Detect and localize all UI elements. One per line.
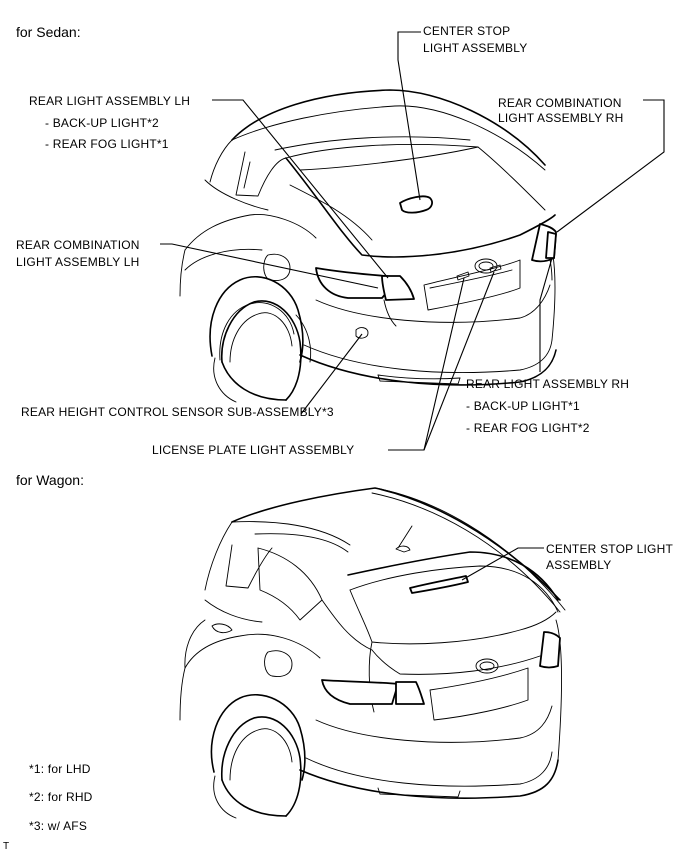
wagon-center-stop-lamp: [409, 575, 469, 594]
sedan-rear-combination-lh-label: REAR COMBINATION LIGHT ASSEMBLY LH: [16, 238, 140, 269]
wagon-center-stop-label: CENTER STOP LIGHT ASSEMBLY: [546, 542, 673, 572]
corner-mark: T: [3, 841, 10, 852]
sedan-rear-light-rh-label: REAR LIGHT ASSEMBLY RH - BACK-UP LIGHT*1…: [466, 377, 629, 435]
wagon-center-stop-line1: CENTER STOP LIGHT: [546, 542, 673, 556]
wagon-rear-combination-lh-lamp: [321, 679, 399, 705]
sedan-rear-light-lh-title: REAR LIGHT ASSEMBLY LH: [29, 94, 191, 108]
sedan-rear-light-lh-label: REAR LIGHT ASSEMBLY LH - BACK-UP LIGHT*2…: [29, 94, 190, 151]
sedan-height-sensor-label: REAR HEIGHT CONTROL SENSOR SUB-ASSEMBLY*…: [21, 405, 334, 419]
sedan-rear-light-rh-title: REAR LIGHT ASSEMBLY RH: [466, 377, 630, 391]
sedan-license-plate-label: LICENSE PLATE LIGHT ASSEMBLY: [152, 443, 355, 457]
footnote-2: *2: for RHD: [29, 790, 93, 804]
wagon-car-illustration: [179, 487, 566, 819]
sedan-rear-light-lh-item: - BACK-UP LIGHT*2: [45, 116, 159, 130]
sedan-rear-combination-rh-label: REAR COMBINATION LIGHT ASSEMBLY RH: [498, 96, 623, 125]
sedan-center-stop-line2: LIGHT ASSEMBLY: [423, 41, 528, 55]
footnote-3: *3: w/ AFS: [29, 819, 88, 833]
footnote-1: *1: for LHD: [29, 762, 91, 776]
sedan-rear-combination-lh-line1: REAR COMBINATION: [16, 238, 140, 252]
wagon-rear-combination-rh-lamp: [539, 631, 561, 669]
sedan-rear-light-lh-item: - REAR FOG LIGHT*1: [45, 137, 169, 151]
sedan-rear-combination-rh-line1: REAR COMBINATION: [498, 96, 622, 110]
sedan-rear-light-rh-item: - REAR FOG LIGHT*2: [466, 421, 590, 435]
wagon-heading: for Wagon:: [16, 472, 84, 488]
sedan-car-illustration: [179, 89, 557, 403]
sedan-rear-combination-rh-line2: LIGHT ASSEMBLY RH: [498, 111, 624, 125]
sedan-rear-light-rh-item: - BACK-UP LIGHT*1: [466, 399, 580, 413]
sedan-center-stop-lamp: [399, 195, 433, 214]
sedan-rear-light-rh-lamp: [545, 231, 557, 259]
sedan-center-stop-line1: CENTER STOP: [423, 24, 511, 38]
sedan-heading: for Sedan:: [16, 24, 81, 40]
sedan-rear-light-lh-lamp: [381, 275, 415, 301]
sedan-leader-lines: [160, 31, 665, 451]
wagon-center-stop-line2: ASSEMBLY: [546, 558, 612, 572]
wagon-rear-light-lh-lamp: [395, 681, 425, 705]
sedan-center-stop-label: CENTER STOP LIGHT ASSEMBLY: [423, 24, 527, 55]
sedan-rear-combination-lh-line2: LIGHT ASSEMBLY LH: [16, 255, 140, 269]
wagon-center-stop-leader: [461, 547, 544, 581]
